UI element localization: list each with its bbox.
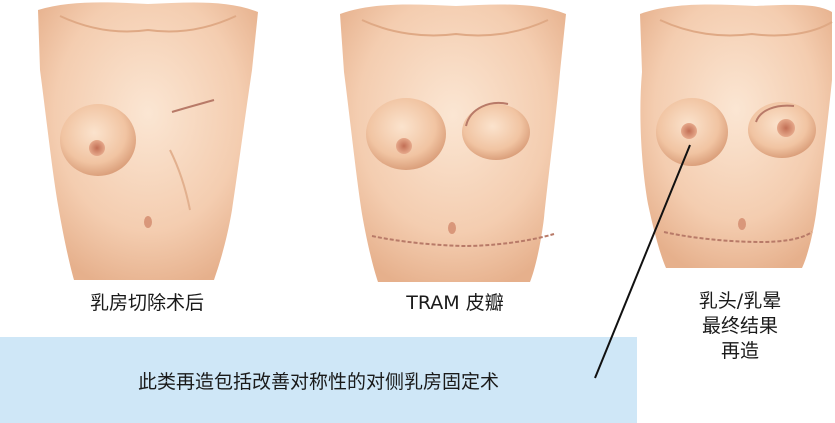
caption-mastectomy: 乳房切除术后 (52, 291, 242, 316)
torso-nipple-reconstruction (640, 4, 832, 268)
torso-mastectomy (38, 2, 258, 280)
caption-line-1: 乳头/乳晕 (650, 289, 830, 314)
caption-tram-flap: TRAM 皮瓣 (355, 291, 555, 316)
callout-text: 此类再造包括改善对称性的对侧乳房固定术 (0, 337, 637, 423)
torso-tram (340, 4, 566, 282)
caption-nipple-reconstruction: 乳头/乳晕 最终结果 再造 (650, 289, 830, 364)
callout-box: 此类再造包括改善对称性的对侧乳房固定术 (0, 337, 637, 423)
caption-line-3: 再造 (650, 339, 830, 364)
caption-line-2: 最终结果 (650, 314, 830, 339)
reconstructed-nipple-icon (777, 119, 795, 137)
nipple-icon (396, 138, 412, 154)
nipple-icon (89, 140, 105, 156)
nipple-icon (681, 123, 697, 139)
